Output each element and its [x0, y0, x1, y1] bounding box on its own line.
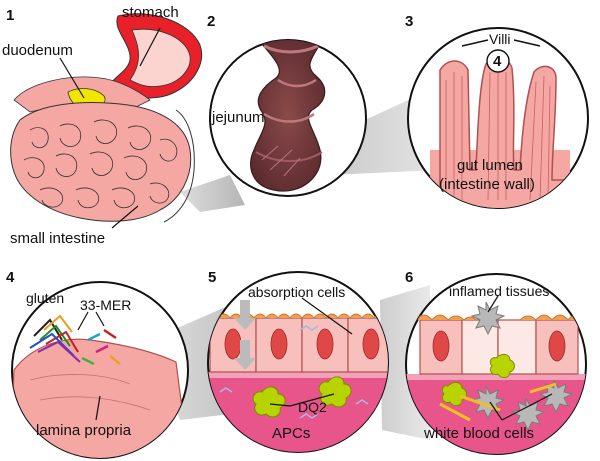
label-33-mer: 33-MER	[80, 297, 131, 313]
panel-6-inflamed: 6 inflamed tissues white blood cells	[405, 269, 587, 455]
small-intestine-shape	[10, 102, 192, 222]
label-inset-4: 4	[493, 53, 502, 70]
label-intestine-wall: (intestine wall)	[439, 176, 535, 193]
panel-4-number: 4	[6, 269, 15, 286]
label-lamina-propria: lamina propria	[36, 422, 132, 439]
epithelial-cells	[209, 317, 388, 373]
label-apcs: APCs	[272, 425, 310, 442]
panel-1-number: 1	[6, 7, 14, 24]
intestine-coils	[23, 119, 178, 209]
label-small-intestine: small intestine	[10, 230, 105, 247]
gluten-cluster	[29, 314, 81, 363]
label-villi: Villi	[489, 31, 511, 47]
cell-nuclei	[224, 328, 380, 360]
label-gluten: gluten	[26, 290, 64, 306]
jejunum-tube	[250, 40, 326, 192]
label-absorption-cells: absorption cells	[248, 284, 345, 300]
label-stomach: stomach	[122, 4, 179, 21]
panel-4-gluten: 4 gluten 33-MER lamina propria	[6, 269, 189, 459]
panel-5-absorption: 5 absorption cells DQ2 APCs	[207, 269, 389, 453]
mer-fragments	[81, 329, 121, 366]
panel-2-jejunum: 2 jejunum	[207, 13, 367, 197]
zoom-funnel-1-2	[180, 175, 245, 212]
label-gut-lumen: gut lumen	[457, 157, 523, 174]
panel-6-number: 6	[405, 269, 413, 286]
transport-arrows	[234, 300, 256, 370]
panel-3-number: 3	[405, 13, 413, 30]
label-jejunum: jejunum	[211, 109, 265, 126]
panel-5-number: 5	[208, 269, 216, 286]
panel-2-number: 2	[207, 13, 215, 30]
white-blood-cells	[470, 301, 574, 432]
villi-shapes	[439, 56, 571, 208]
lamina-propria-shape	[12, 338, 188, 458]
label-dq2: DQ2	[298, 399, 327, 415]
inset-4-marker	[486, 49, 510, 73]
panel-3-villi: 3 Villi 4 gut lumen (intestine wall)	[405, 13, 589, 209]
dq2-apc-cells	[252, 376, 352, 418]
label-inflamed-tissues: inflamed tissues	[449, 283, 549, 299]
label-white-blood-cells: white blood cells	[423, 425, 534, 442]
label-duodenum: duodenum	[2, 42, 73, 59]
panel-1-digestive-system: 1 stomach duodenum small intestine	[2, 4, 202, 247]
